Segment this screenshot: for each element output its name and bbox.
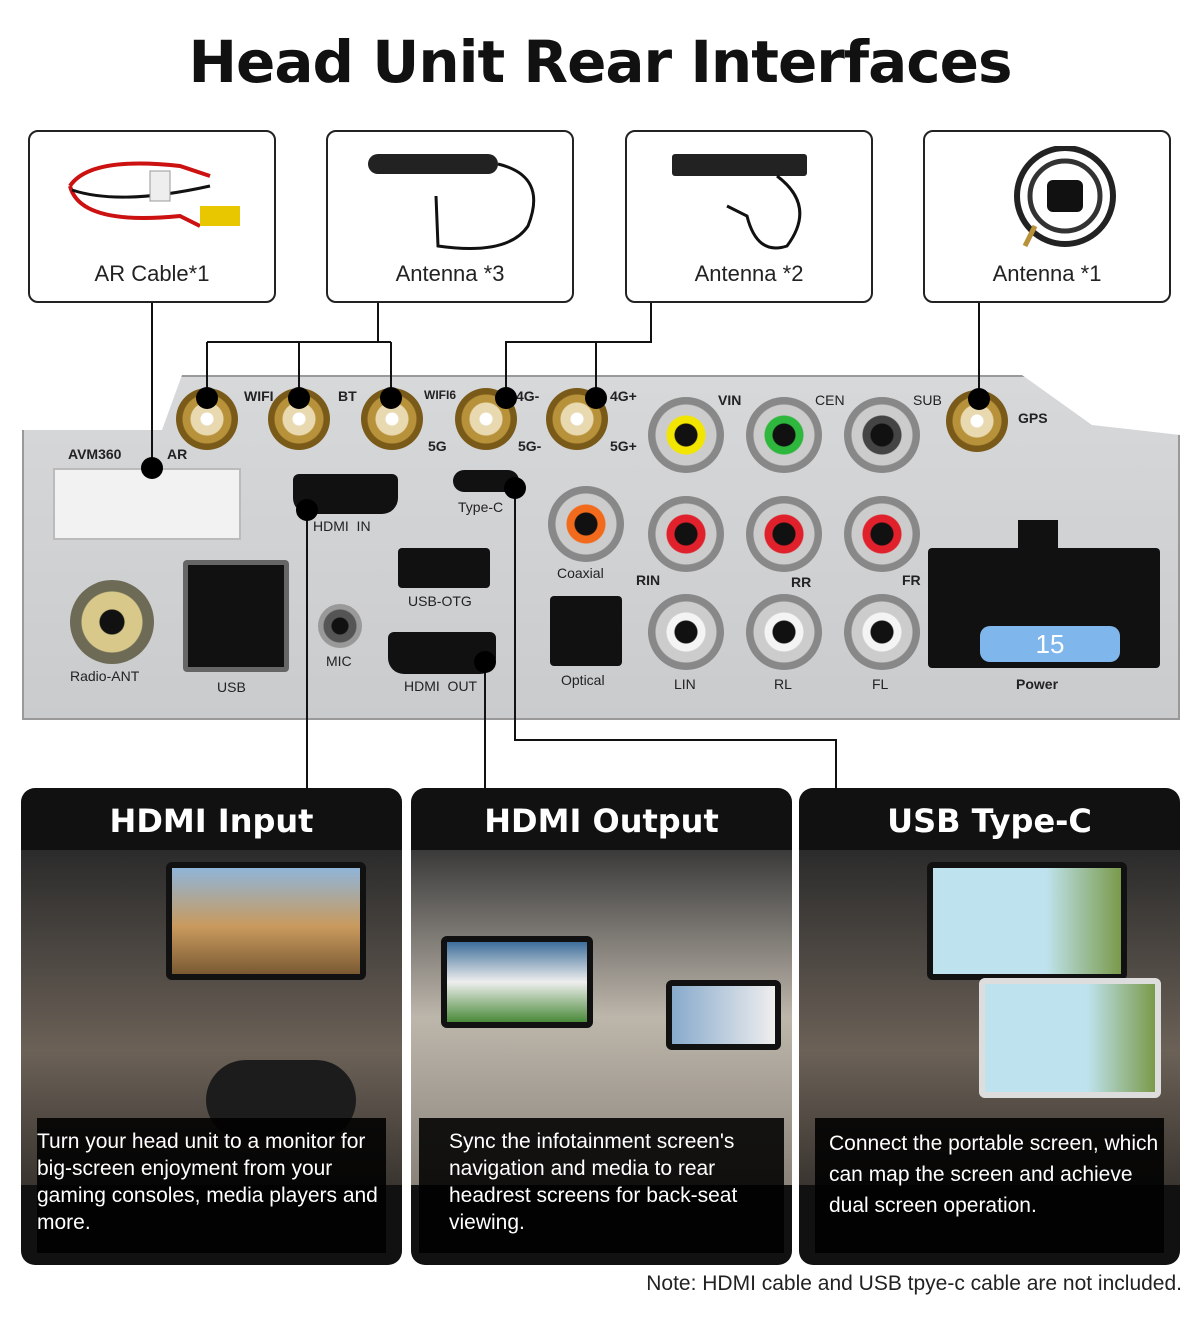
port-label: RR bbox=[791, 574, 812, 590]
fr-jack bbox=[844, 496, 920, 572]
port-label: Optical bbox=[561, 672, 605, 688]
optical-port bbox=[550, 596, 622, 666]
port-label: AVM360 bbox=[68, 446, 122, 462]
port-label: 5G bbox=[428, 438, 447, 454]
accessory-antenna-3: Antenna *3 bbox=[326, 130, 574, 303]
card-description: Connect the portable screen, which can m… bbox=[815, 1118, 1164, 1253]
port-label: BT bbox=[338, 388, 357, 404]
port-label: HDMI OUT bbox=[404, 678, 478, 694]
port-label: RIN bbox=[636, 572, 661, 588]
hdmi-in-dot bbox=[296, 499, 318, 521]
page-title: Head Unit Rear Interfaces bbox=[188, 28, 1013, 96]
port-label: Radio-ANT bbox=[70, 668, 140, 684]
accessory-ar-cable: AR Cable*1 bbox=[28, 130, 276, 303]
usb-otg-port bbox=[398, 548, 490, 588]
bt-dot bbox=[288, 387, 310, 409]
rin-jack bbox=[648, 496, 724, 572]
hdmi-out-dot bbox=[474, 651, 496, 673]
port-label: Coaxial bbox=[557, 565, 604, 581]
port-label: LIN bbox=[674, 676, 696, 692]
gps-antenna-image bbox=[1014, 146, 1116, 248]
card-usb-type-c: USB Type-C Connect the portable screen, … bbox=[799, 788, 1180, 1265]
antenna-image bbox=[672, 154, 807, 250]
ar-dot bbox=[141, 457, 163, 479]
accessory-label: Antenna *2 bbox=[694, 261, 804, 286]
head-unit-screen bbox=[927, 862, 1127, 980]
cen-jack bbox=[746, 397, 822, 473]
accessory-antenna-2: Antenna *2 bbox=[625, 130, 873, 303]
usb-port bbox=[183, 560, 289, 672]
wifi6-dot bbox=[380, 387, 402, 409]
rl-jack bbox=[746, 594, 822, 670]
port-label: FR bbox=[902, 572, 921, 588]
port-label: FL bbox=[872, 676, 889, 692]
port-label: USB bbox=[217, 679, 246, 695]
coaxial-jack bbox=[548, 486, 624, 562]
accessory-label: AR Cable*1 bbox=[94, 261, 210, 286]
head-unit-screen bbox=[666, 980, 781, 1050]
rr-jack bbox=[746, 496, 822, 572]
4g-minus-dot bbox=[495, 387, 517, 409]
card-title: HDMI Output bbox=[484, 802, 719, 840]
port-label: SUB bbox=[913, 392, 942, 408]
mic-jack bbox=[318, 604, 362, 648]
card-title: USB Type-C bbox=[887, 802, 1092, 840]
radio-ant-port bbox=[70, 580, 154, 664]
ar-cable-image bbox=[68, 161, 240, 228]
port-label: 4G+ bbox=[610, 388, 637, 404]
port-label: Type-C bbox=[458, 499, 504, 515]
accessory-label: Antenna *3 bbox=[395, 261, 505, 286]
fuse: 15 bbox=[980, 626, 1120, 662]
port-label: HDMI IN bbox=[313, 518, 371, 534]
port-label: 5G- bbox=[518, 438, 542, 454]
type-c-dot bbox=[504, 477, 526, 499]
card-description: Sync the infotainment screen's navigatio… bbox=[419, 1118, 784, 1253]
footnote: Note: HDMI cable and USB tpye-c cable ar… bbox=[646, 1272, 1182, 1295]
card-title: HDMI Input bbox=[109, 802, 314, 840]
port-label: AR bbox=[167, 446, 188, 462]
lin-jack bbox=[648, 594, 724, 670]
power-connector-latch bbox=[1018, 520, 1058, 550]
port-label: MIC bbox=[326, 653, 352, 669]
headrest-screen bbox=[441, 936, 593, 1028]
vin-jack bbox=[648, 397, 724, 473]
4g-plus-dot bbox=[585, 387, 607, 409]
portable-screen bbox=[979, 978, 1161, 1098]
sub-jack bbox=[844, 397, 920, 473]
accessory-label: Antenna *1 bbox=[992, 261, 1102, 286]
antenna-image bbox=[368, 154, 536, 250]
gps-dot bbox=[968, 388, 990, 410]
port-label: USB-OTG bbox=[408, 593, 472, 609]
card-description: Turn your head unit to a monitor for big… bbox=[37, 1118, 386, 1253]
port-label: 5G+ bbox=[610, 438, 637, 454]
accessory-antenna-1: Antenna *1 bbox=[923, 130, 1171, 303]
type-c-port bbox=[453, 470, 519, 492]
port-label: Power bbox=[1016, 676, 1059, 692]
port-label: WIFI6 bbox=[424, 388, 456, 402]
wifi-dot bbox=[196, 387, 218, 409]
card-hdmi-output: HDMI Output Sync the infotainment screen… bbox=[411, 788, 792, 1265]
card-hdmi-input: HDMI Input Turn your head unit to a moni… bbox=[21, 788, 402, 1265]
port-label: GPS bbox=[1018, 410, 1048, 426]
game-screen bbox=[166, 862, 366, 980]
port-label: CEN bbox=[815, 392, 845, 408]
port-label: RL bbox=[774, 676, 792, 692]
fl-jack bbox=[844, 594, 920, 670]
port-label: 4G- bbox=[516, 388, 540, 404]
port-label: WIFI bbox=[244, 388, 274, 404]
port-label: VIN bbox=[718, 392, 742, 408]
